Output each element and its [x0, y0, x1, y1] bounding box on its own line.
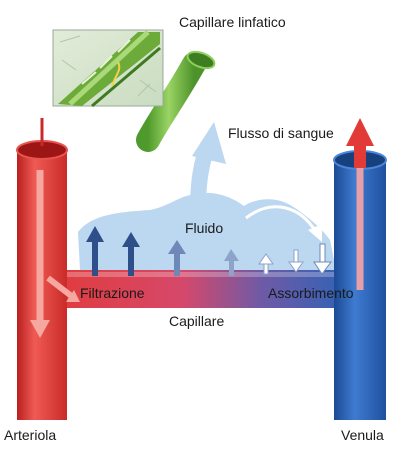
filtration-arrow [168, 240, 186, 276]
filtration-arrow-small [258, 253, 274, 275]
fluid-label: Fluido [185, 220, 224, 236]
absorption-label: Assorbimento [268, 285, 354, 301]
absorption-arrow [288, 249, 304, 273]
lymphatic-capillary-opening [186, 50, 216, 70]
blood-flow-arrowhead [192, 122, 226, 164]
filtration-arrow [86, 226, 104, 276]
fluid-to-venule-arrowhead [308, 224, 322, 242]
capillary-tube [40, 270, 356, 308]
arteriole-label: Arteriola [4, 427, 57, 443]
absorption-arrow [313, 243, 332, 275]
exchange-arrows [86, 226, 332, 276]
venule-outflow-arrowhead [346, 118, 374, 146]
filtration-arrow [122, 232, 140, 276]
filtration-label: Filtrazione [80, 285, 145, 301]
lymph-capillary-inset [52, 29, 164, 108]
fluid-to-venule-arrow [245, 205, 318, 233]
venule-label: Venula [341, 427, 384, 443]
blood-flow-label: Flusso di sangue [228, 125, 334, 141]
lymphatic-capillary [136, 50, 216, 152]
capillary-label: Capillare [169, 313, 225, 329]
filtration-arrow [224, 249, 239, 276]
lymph-capillary-label: Capillare linfatico [179, 14, 286, 30]
fluid-region [78, 192, 336, 270]
